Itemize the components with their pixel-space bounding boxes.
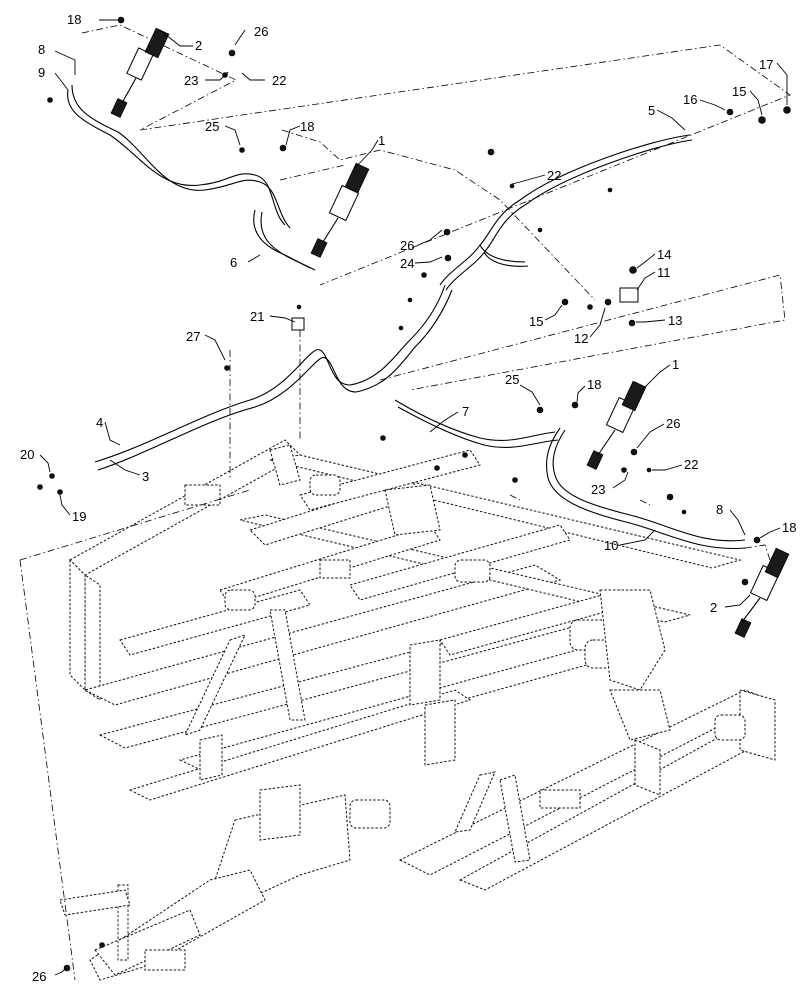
callout-12: 12	[574, 331, 588, 346]
callout-27: 27	[186, 329, 200, 344]
callout-25: 25	[205, 119, 219, 134]
assembly-guide-lines	[19, 24, 791, 981]
callout-23: 23	[184, 73, 198, 88]
leader-lines	[39, 19, 788, 976]
callout-23: 23	[591, 482, 605, 497]
callout-19: 19	[72, 509, 86, 524]
callout-2: 2	[710, 600, 717, 615]
callout-24: 24	[400, 256, 414, 271]
callout-18: 18	[300, 119, 314, 134]
callout-16: 16	[683, 92, 697, 107]
callout-18: 18	[587, 377, 601, 392]
callout-25: 25	[505, 372, 519, 387]
callout-2: 2	[195, 38, 202, 53]
callout-1: 1	[378, 133, 385, 148]
callout-20: 20	[20, 447, 34, 462]
hydraulic-cylinder-1-top	[310, 162, 370, 258]
callout-10: 10	[604, 538, 618, 553]
callout-8: 8	[716, 502, 723, 517]
fittings	[37, 16, 791, 972]
hydraulic-cylinder-2-right	[734, 547, 790, 638]
callout-6: 6	[230, 255, 237, 270]
callout-4: 4	[96, 415, 103, 430]
hydraulic-cylinder-1-right	[586, 380, 647, 470]
callout-26: 26	[32, 969, 46, 984]
callout-5: 5	[648, 103, 655, 118]
callout-15: 15	[529, 314, 543, 329]
callout-26: 26	[400, 238, 414, 253]
hydraulic-cylinder-2-top	[110, 27, 170, 118]
callout-3: 3	[142, 469, 149, 484]
callout-22: 22	[684, 457, 698, 472]
callout-14: 14	[657, 247, 671, 262]
callout-labels: 18 2 26 8 9 23 22 25 18 1 6 5 16 17 15 2…	[20, 12, 796, 984]
callout-15: 15	[732, 84, 746, 99]
callout-1: 1	[672, 357, 679, 372]
callout-18: 18	[782, 520, 796, 535]
callout-26: 26	[254, 24, 268, 39]
callout-26: 26	[666, 416, 680, 431]
callout-17: 17	[759, 57, 773, 72]
callout-18: 18	[67, 12, 81, 27]
callout-7: 7	[462, 404, 469, 419]
callout-22: 22	[272, 73, 286, 88]
callout-21: 21	[250, 309, 264, 324]
callout-13: 13	[668, 313, 682, 328]
callout-9: 9	[38, 65, 45, 80]
callout-11: 11	[657, 265, 671, 280]
implement-frame	[59, 439, 777, 981]
hydraulic-hoses	[67, 84, 747, 550]
callout-8: 8	[38, 42, 45, 57]
callout-22: 22	[547, 168, 561, 183]
